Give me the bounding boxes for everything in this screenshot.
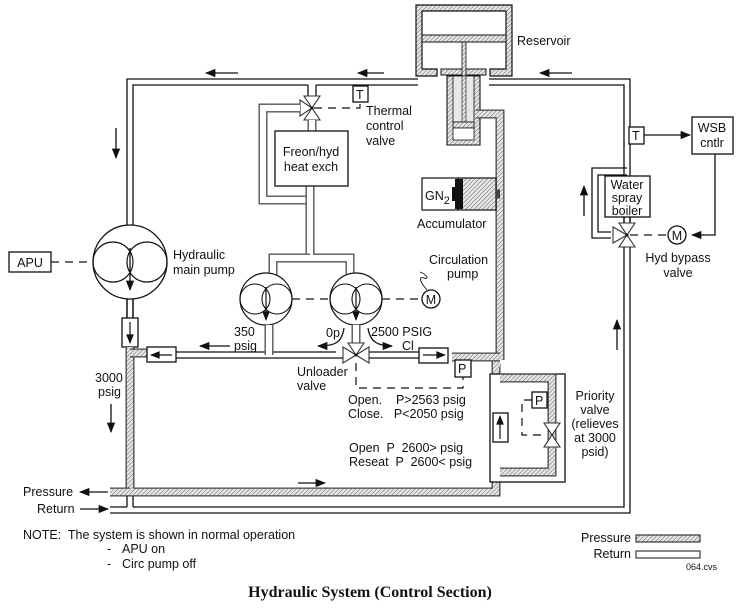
thermal-sensor-label: T — [356, 88, 364, 102]
apu-label: APU — [17, 256, 43, 270]
circulation-pump-label-1: Circulation — [429, 253, 488, 267]
note-title: NOTE: The system is shown in normal oper… — [23, 528, 295, 542]
reservoir — [415, 4, 513, 146]
wsb-controller — [691, 116, 734, 155]
circulation-pump-label-2: pump — [447, 267, 478, 281]
pressure-sensor-label: P — [458, 362, 466, 376]
boiler-label-3: boiler — [612, 204, 643, 218]
bypass-valve-label-2: valve — [663, 266, 692, 280]
heat-exchanger — [274, 130, 349, 187]
thermal-sensor — [352, 85, 369, 103]
hyd-bypass-valve — [612, 217, 637, 248]
signal-line — [690, 154, 716, 240]
p350-label-1: 350 — [234, 325, 255, 339]
bypass-valve-label-1: Hyd bypass — [645, 251, 710, 265]
unloader-label-1: Unloader — [297, 365, 348, 379]
heat-exchanger-label-2: heat exch — [284, 160, 338, 174]
priority-label-4: at 3000 — [574, 431, 616, 445]
priority-open-setting: Open P 2600> psig — [349, 441, 463, 455]
priority-label-3: (relieves — [571, 417, 618, 431]
legend-pressure-swatch — [635, 534, 701, 543]
unloader-open-setting: Open. P>2563 psig — [348, 393, 466, 407]
p3000-label-2: psig — [98, 385, 121, 399]
wsb-controller-label-1: WSB — [698, 121, 726, 135]
thermal-control-valve — [299, 85, 322, 121]
pressure-out-label: Pressure — [23, 485, 73, 499]
figure-caption: Hydraulic System (Control Section) — [248, 584, 492, 601]
boiler-label-1: Water — [611, 178, 644, 192]
cl-label: Cl — [402, 339, 414, 353]
p350-label-2: psig — [234, 339, 257, 353]
accumulator-gas-label: GN2 — [425, 189, 450, 207]
main-pump-label-2: main pump — [173, 263, 235, 277]
thermal-valve-label-2: control — [366, 119, 404, 133]
p2500-label: 2500 PSIG — [371, 325, 432, 339]
note-item-apu: APU on — [122, 542, 165, 556]
thermal-control-signal — [314, 102, 361, 109]
p3000-label-1: 3000 — [95, 371, 123, 385]
priority-relief-valve — [542, 422, 562, 448]
circulation-pump-1 — [239, 272, 293, 326]
unloader-label-2: valve — [297, 379, 326, 393]
reservoir-label: Reservoir — [517, 34, 571, 48]
unloader-pilot-line — [355, 363, 464, 389]
unloader-close-setting: Close. P<2050 psig — [348, 407, 464, 421]
priority-label-5: psid) — [581, 445, 608, 459]
circulation-pump-2 — [329, 272, 383, 326]
thermal-valve-label-3: valve — [366, 134, 395, 148]
wsb-controller-label-2: cntlr — [700, 136, 724, 150]
accumulator — [421, 177, 500, 211]
circulation-motor-label: M — [426, 293, 436, 307]
wsb-sensor-label: T — [632, 129, 640, 143]
heat-exchanger-label-1: Freon/hyd — [283, 145, 339, 159]
zero-p-label: 0p — [326, 326, 340, 340]
legend-return-swatch — [635, 550, 701, 559]
accumulator-label: Accumulator — [417, 217, 486, 231]
boiler-label-2: spray — [612, 191, 643, 205]
return-in-label: Return — [37, 502, 75, 516]
legend-pressure-label: Pressure — [581, 531, 631, 545]
priority-label-1: Priority — [576, 389, 616, 403]
priority-sensor-label: P — [535, 394, 543, 408]
priority-reseat-setting: Reseat P 2600< psig — [349, 455, 472, 469]
thermal-valve-label-1: Thermal — [366, 104, 412, 118]
main-pump-label-1: Hydraulic — [173, 248, 225, 262]
priority-label-2: valve — [580, 403, 609, 417]
note-bullet: - — [107, 557, 111, 571]
note-bullet: - — [107, 542, 111, 556]
note-item-circ: Circ pump off — [122, 557, 197, 571]
unloader-valve — [342, 342, 370, 364]
legend-return-label: Return — [593, 547, 631, 561]
circulation-motor — [421, 289, 441, 309]
file-code: 064.cvs — [686, 562, 718, 572]
bypass-motor-label: M — [672, 229, 682, 243]
hydraulic-main-pump — [92, 224, 168, 300]
water-spray-boiler — [604, 175, 651, 218]
priority-pilot-line — [521, 399, 544, 436]
bypass-motor — [667, 225, 687, 245]
